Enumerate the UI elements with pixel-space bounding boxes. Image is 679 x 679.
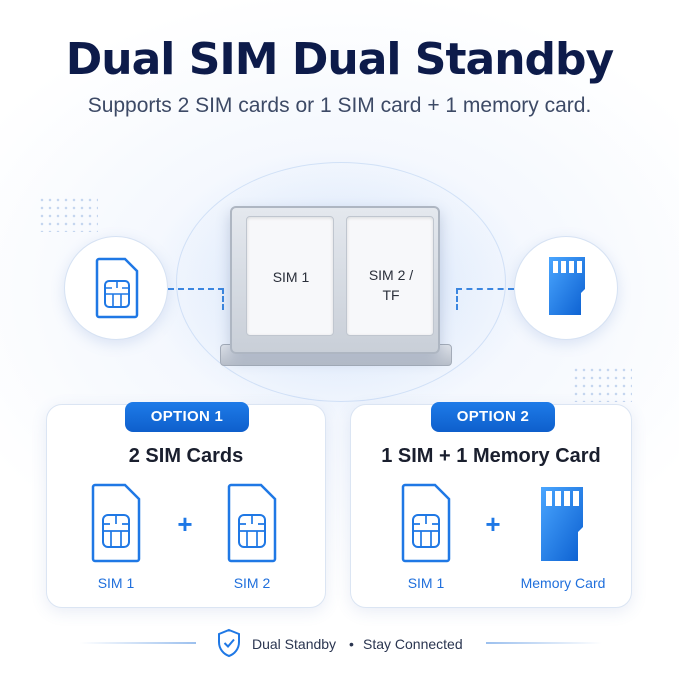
dot-pattern-right bbox=[572, 366, 632, 402]
memory-card-icon bbox=[549, 257, 585, 315]
tray-slot-1: SIM 1 bbox=[246, 216, 334, 336]
tray-slot-2-label-line2: TF bbox=[382, 287, 400, 303]
option-1-badge: OPTION 1 bbox=[125, 402, 249, 432]
option-2-right-label: Memory Card bbox=[520, 575, 606, 591]
option-2-card: OPTION 2 1 SIM + 1 Memory Card + SIM 1 M… bbox=[350, 402, 632, 608]
option-1-heading: 2 SIM Cards bbox=[128, 445, 244, 467]
connector-left-h bbox=[168, 288, 224, 290]
connector-right-v bbox=[456, 288, 458, 310]
sim-card-icon bbox=[91, 483, 141, 563]
tray-slot-2-label-line1: SIM 2 / bbox=[368, 267, 414, 283]
background-ring bbox=[176, 162, 506, 402]
option-1-card: OPTION 1 2 SIM Cards + SIM 1 SIM 2 bbox=[46, 402, 326, 608]
connector-left-v bbox=[222, 288, 224, 310]
plus-icon: + bbox=[177, 509, 193, 539]
memory-card-icon bbox=[541, 487, 583, 561]
option-2-heading: 1 SIM + 1 Memory Card bbox=[381, 445, 601, 467]
footer-text-stay-connected: Stay Connected bbox=[363, 636, 463, 652]
plus-icon: + bbox=[485, 509, 501, 539]
footer-text-dual-standby: Dual Standby bbox=[252, 636, 337, 652]
page-subtitle: Supports 2 SIM cards or 1 SIM card + 1 m… bbox=[87, 94, 592, 117]
option-2-badge: OPTION 2 bbox=[431, 402, 555, 432]
option-1-left-label: SIM 1 bbox=[97, 575, 135, 591]
tray-slot-2: SIM 2 / TF bbox=[346, 216, 434, 336]
memory-card-circle bbox=[514, 236, 618, 340]
sim-card-icon bbox=[401, 483, 451, 563]
sim-card-icon bbox=[227, 483, 277, 563]
option-1-right-label: SIM 2 bbox=[233, 575, 271, 591]
option-2-left-label: SIM 1 bbox=[407, 575, 445, 591]
footer-divider-right bbox=[486, 642, 602, 644]
footer-divider-left bbox=[80, 642, 196, 644]
footer-separator: • bbox=[349, 636, 354, 652]
tray-slot-1-label: SIM 1 bbox=[272, 269, 310, 285]
shield-check-icon bbox=[218, 628, 240, 658]
page-title: Dual SIM Dual Standby bbox=[65, 34, 614, 85]
dot-pattern-left bbox=[38, 196, 98, 232]
sim-card-icon bbox=[95, 257, 139, 319]
sim-card-circle bbox=[64, 236, 168, 340]
connector-right-h bbox=[456, 288, 514, 290]
